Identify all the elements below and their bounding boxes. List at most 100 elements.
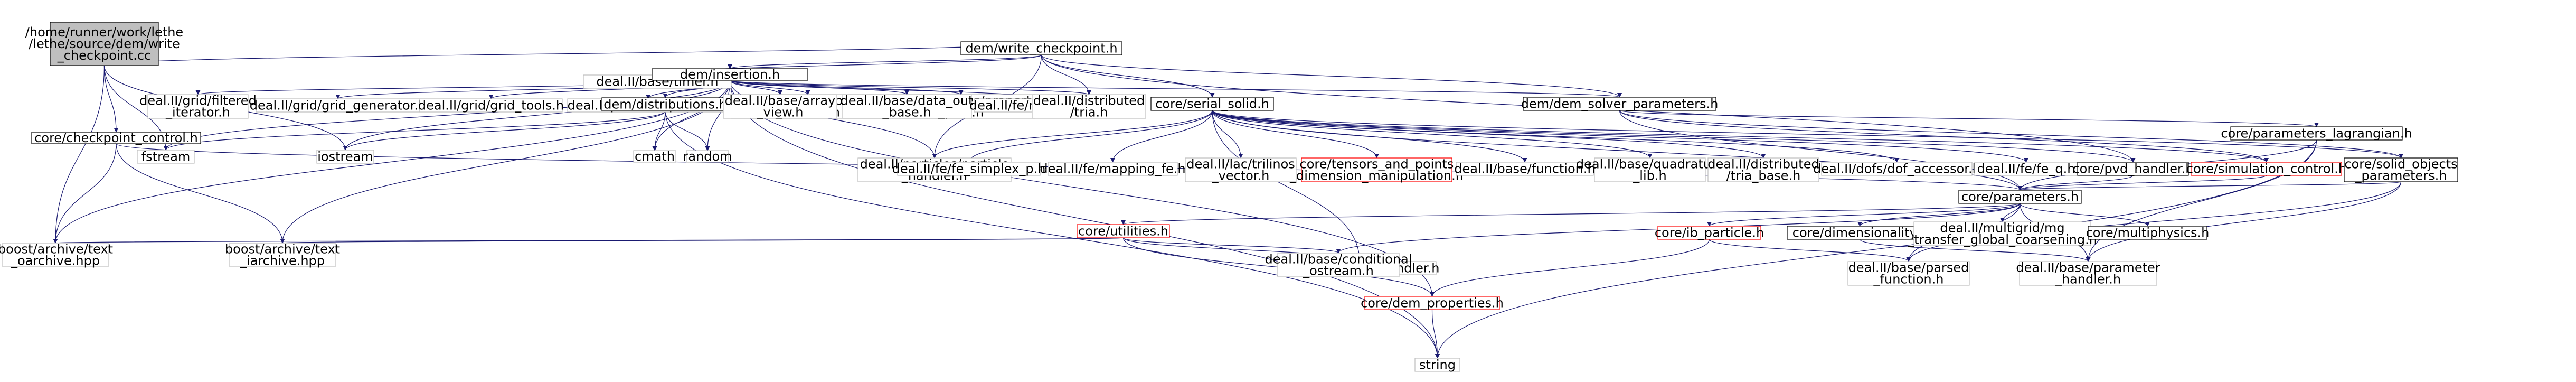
graph-node-conditional_ostream_h[interactable]: deal.II/base/conditional_ostream.h	[1265, 252, 1412, 278]
include-edge-distributions_h-to-cmath	[652, 110, 666, 151]
node-box	[1974, 162, 2078, 176]
include-edge-utilities_h-to-text_oarchive_hpp	[54, 237, 1124, 244]
node-label: deal.II/base/parameter	[2016, 260, 2160, 275]
graph-node-text_oarchive_hpp[interactable]: boost/archive/text_oarchive.hpp	[0, 242, 113, 268]
graph-node-tensors_h[interactable]: core/tensors_and_points_dimension_manipu…	[1289, 157, 1464, 183]
include-edge-serial_solid_h-to-pvd_handler_h	[1212, 110, 2136, 163]
graph-node-fe_q_h[interactable]: deal.II/fe/fe_q.h	[1974, 162, 2078, 176]
graph-node-distributions_h[interactable]: dem/distributions.h	[601, 97, 729, 112]
node-label: dem/insertion.h	[680, 67, 780, 82]
node-box	[1277, 253, 1400, 277]
graph-node-mg_transfer_h[interactable]: deal.II/multigrid/mg_transfer_global_coa…	[1907, 221, 2097, 247]
graph-node-write_checkpoint_h[interactable]: dem/write_checkpoint.h	[960, 41, 1122, 56]
graph-node-data_out_base_h[interactable]: deal.II/base/data_out_base.h	[841, 94, 974, 120]
include-edge-pvd_handler_h-to-parameters_h	[2017, 175, 2134, 191]
node-label: deal.II/base/parsed	[1848, 260, 1969, 275]
node-label: core/serial_solid.h	[1155, 97, 1269, 111]
node-label: /home/runner/work/lethe	[25, 25, 183, 40]
graph-node-multiphysics_h[interactable]: core/multiphysics.h	[2086, 226, 2210, 240]
node-label: _ostream.h	[1303, 264, 1374, 278]
include-edge-serial_solid_h-to-quadrature_lib_h	[1212, 110, 1653, 159]
node-box	[1821, 162, 1973, 176]
node-box	[1913, 221, 2091, 246]
node-label: deal.II/multigrid/mg	[1940, 221, 2064, 236]
nodes-layer: /home/runner/work/lethe/lethe/source/dem…	[0, 22, 2458, 372]
node-label: iostream	[317, 150, 373, 164]
node-label: deal.II/base/array	[725, 94, 835, 108]
node-label: core/parameters.h	[1961, 190, 2079, 204]
include-edge-dimensionality_h-to-parameter_handler_h	[1859, 239, 2091, 262]
graph-node-parameters_lagrangian_h[interactable]: core/parameters_lagrangian.h	[2221, 126, 2412, 141]
node-label: /tria.h	[1070, 105, 1108, 120]
include-edge-utilities_h-to-conditional_ostream_h	[1122, 237, 1341, 254]
include-edge-insertion_h-to-property_pool_h	[729, 80, 964, 95]
graph-node-checkpoint_control_h[interactable]: core/checkpoint_control.h	[31, 131, 201, 145]
graph-node-dem_properties_h[interactable]: core/dem_properties.h	[1361, 296, 1504, 311]
node-label: core/dem_properties.h	[1361, 296, 1504, 311]
node-label: core/solid_objects	[2344, 157, 2457, 172]
node-box	[137, 150, 195, 164]
node-label: _oarchive.hpp	[11, 254, 100, 268]
include-edge-insertion_h-to-particle_iterator_h	[729, 80, 810, 95]
graph-node-filtered_iterator_h[interactable]: deal.II/grid/filtered_iterator.h	[139, 94, 257, 120]
graph-node-fstream[interactable]: fstream	[137, 150, 195, 164]
graph-node-function_h[interactable]: deal.II/base/function.h	[1454, 162, 1595, 176]
node-label: dem/write_checkpoint.h	[965, 41, 1117, 56]
node-box	[2077, 162, 2189, 176]
include-edge-serial_solid_h-to-fe_q_h	[1212, 110, 2028, 163]
graph-node-tria_h[interactable]: deal.II/distributed/tria.h	[1032, 94, 1146, 120]
graph-node-ib_particle_h[interactable]: core/ib_particle.h	[1655, 226, 1764, 240]
include-edge-solid_objects_parameters_h-to-parameters_h	[2018, 181, 2402, 191]
node-box	[1364, 296, 1500, 310]
graph-node-random[interactable]: random	[683, 149, 732, 164]
node-box	[1456, 162, 1594, 176]
include-edge-serial_solid_h-to-dof_handler_h	[1212, 110, 1362, 262]
node-box	[2230, 126, 2403, 141]
graph-node-tria_base_h[interactable]: deal.II/distributed/tria_base.h	[1707, 157, 1819, 183]
graph-node-grid_tools_h[interactable]: deal.II/grid/grid_tools.h	[418, 98, 564, 113]
graph-node-grid_generator_h[interactable]: deal.II/grid/grid_generator.h	[250, 98, 427, 113]
graph-node-mapping_fe_h[interactable]: deal.II/fe/mapping_fe.h	[1040, 162, 1185, 176]
graph-node-text_iarchive_hpp[interactable]: boost/archive/text_iarchive.hpp	[225, 242, 340, 268]
node-label: string	[1419, 358, 1456, 372]
include-edge-dem_properties_h-to-string	[1431, 309, 1440, 359]
graph-node-fe_simplex_p_h[interactable]: deal.II/fe/fe_simplex_p.h	[892, 162, 1046, 176]
include-edge-dem_solver_parameters_h-to-solid_objects_parameters_h	[1619, 110, 2403, 159]
graph-node-string[interactable]: string	[1414, 358, 1460, 372]
graph-node-serial_solid_h[interactable]: core/serial_solid.h	[1150, 97, 1274, 111]
node-box	[1185, 157, 1297, 182]
graph-node-array_view_h[interactable]: deal.II/base/array_view.h	[723, 94, 837, 120]
node-box	[1657, 226, 1761, 240]
node-label: /lethe/source/dem/write	[29, 36, 180, 51]
graph-node-utilities_h[interactable]: core/utilities.h	[1077, 224, 1170, 239]
include-edge-write_checkpoint_h-to-dem_solver_parameters_h	[1041, 54, 1622, 98]
node-label: _lib.h	[1633, 169, 1666, 183]
graph-node-dof_accessor_h[interactable]: deal.II/dofs/dof_accessor.h	[1813, 162, 1980, 176]
node-box	[147, 94, 249, 119]
graph-node-simulation_control_h[interactable]: core/simulation_control.h	[2186, 162, 2346, 176]
graph-node-parsed_function_h[interactable]: deal.II/base/parsed_function.h	[1847, 260, 1970, 287]
node-box	[1958, 190, 2082, 204]
graph-node-parameters_h[interactable]: core/parameters.h	[1958, 190, 2082, 204]
include-edge-parameters_lagrangian_h-to-parameter_handler_h	[2086, 139, 2317, 262]
node-label: _dimension_manipulation.h	[1289, 169, 1464, 183]
graph-node-pvd_handler_h[interactable]: core/pvd_handler.h	[2072, 162, 2193, 176]
include-edge-distributions_h-to-random	[665, 110, 710, 151]
graph-node-solid_objects_parameters_h[interactable]: core/solid_objects_parameters.h	[2344, 157, 2458, 183]
node-label: boost/archive/text	[0, 242, 113, 257]
graph-node-root: /home/runner/work/lethe/lethe/source/dem…	[25, 22, 183, 66]
node-label: dem/dem_solver_parameters.h	[1521, 97, 1719, 111]
graph-node-trilinos_vector_h[interactable]: deal.II/lac/trilinos_vector.h	[1185, 157, 1297, 183]
graph-node-iostream[interactable]: iostream	[316, 150, 374, 164]
node-label: deal.II/base/conditional	[1265, 252, 1412, 267]
include-edge-serial_solid_h-to-mapping_fe_h	[1110, 110, 1213, 163]
graph-node-insertion_h[interactable]: dem/insertion.h	[652, 67, 808, 82]
graph-node-parameter_handler_h[interactable]: deal.II/base/parameter_handler.h	[2016, 260, 2160, 287]
graph-node-dem_solver_parameters_h[interactable]: dem/dem_solver_parameters.h	[1521, 97, 1719, 111]
node-box	[2191, 162, 2342, 176]
graph-node-quadrature_lib_h[interactable]: deal.II/base/quadrature_lib.h	[1576, 157, 1724, 183]
node-box	[842, 94, 972, 119]
include-edge-root-to-write_checkpoint_h	[103, 41, 1044, 66]
graph-node-cmath[interactable]: cmath	[633, 149, 676, 164]
node-box	[1301, 157, 1452, 182]
